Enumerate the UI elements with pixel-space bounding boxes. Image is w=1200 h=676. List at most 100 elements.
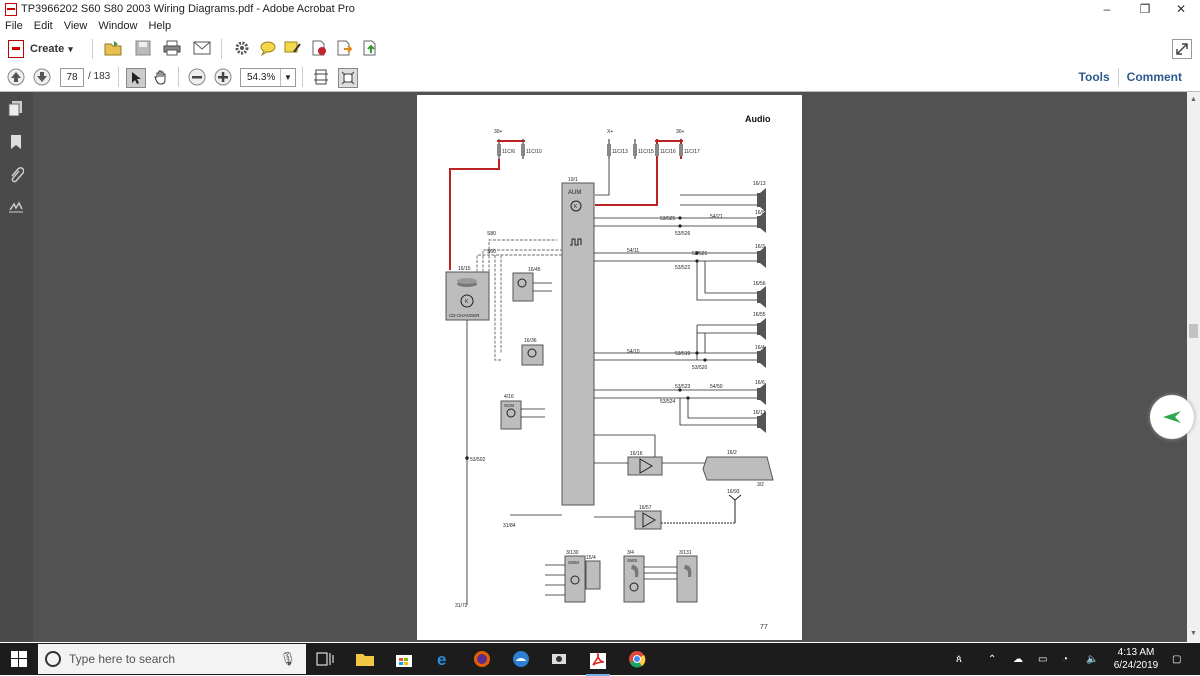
battery-icon[interactable]: ▭ (1038, 643, 1047, 675)
highlight-icon[interactable] (284, 39, 302, 57)
print-icon[interactable] (163, 39, 181, 57)
tools-link[interactable]: Tools (1071, 70, 1118, 86)
toolbar-divider (221, 39, 222, 59)
label-sp-16-6: 16/6 (755, 380, 765, 386)
main-toolbar: Create ▾ (0, 34, 1200, 64)
search-icon (45, 651, 61, 667)
search-placeholder: Type here to search (69, 652, 175, 666)
onedrive-icon[interactable]: ☁ (1013, 643, 1023, 675)
store-icon[interactable] (392, 647, 416, 671)
email-icon[interactable] (193, 39, 211, 57)
label-16-15: 16/15 (458, 266, 471, 272)
bookmarks-icon[interactable] (8, 134, 24, 150)
taskbar-search[interactable]: Type here to search 🎙 (38, 644, 306, 674)
wifi-icon[interactable]: ◔ (1062, 643, 1068, 675)
label-53-520: 53/520 (692, 365, 708, 371)
gear-icon[interactable] (233, 39, 251, 57)
file-explorer-icon[interactable] (353, 647, 377, 671)
label-cd-changer: CD-CHANGER (449, 313, 480, 318)
navigation-toolbar: 78 / 183 54.3% ▼ Tools Comment (0, 63, 1200, 92)
chevron-up-icon[interactable]: ⌃ (988, 643, 996, 675)
label-19-1: 19/1 (568, 177, 578, 183)
previous-page-icon[interactable] (7, 68, 25, 86)
scrolling-mode-icon[interactable] (312, 68, 330, 86)
wiring-diagram: 30+ X+ 30+ 11C/6 11C/10 11C/13 11C/15 11… (417, 95, 802, 640)
firefox-icon[interactable] (470, 647, 494, 671)
page-number-input[interactable]: 78 (60, 68, 84, 87)
share-document-icon[interactable] (361, 39, 379, 57)
clock-date: 6/24/2019 (1108, 659, 1164, 672)
arrow-left-icon (1161, 408, 1183, 426)
zoom-out-icon[interactable] (188, 68, 206, 86)
edge-icon[interactable]: e (432, 647, 456, 671)
task-view-icon[interactable] (313, 647, 337, 671)
comment-link[interactable]: Comment (1119, 70, 1190, 86)
label-16-45: 16/45 (528, 267, 541, 273)
fit-page-icon[interactable] (338, 68, 358, 88)
page-thumbnails-icon[interactable] (8, 100, 24, 116)
select-tool-icon[interactable] (126, 68, 146, 88)
label-54-11: 54/11 (627, 248, 639, 254)
maximize-button[interactable]: ❐ (1126, 0, 1164, 18)
zoom-in-icon[interactable] (214, 68, 232, 86)
toolbar-divider (92, 39, 93, 59)
toolbar-divider (178, 67, 179, 87)
menu-file[interactable]: File (0, 20, 29, 32)
open-folder-icon[interactable] (104, 39, 122, 57)
expand-icon[interactable] (1172, 39, 1192, 59)
label-54-21: 54/21 (710, 214, 723, 220)
label-3-131: 3/131 (679, 550, 692, 556)
close-button[interactable]: ✕ (1162, 0, 1200, 18)
minimize-button[interactable]: – (1088, 0, 1126, 18)
label-3-2: 3/2 (757, 482, 764, 488)
attachments-icon[interactable] (8, 167, 24, 183)
webcam-app-icon[interactable] (547, 647, 571, 671)
label-sp-16-4: 16/4 (755, 345, 765, 351)
notifications-icon[interactable]: ▢ (1172, 643, 1181, 675)
chrome-icon[interactable] (625, 647, 649, 671)
svg-text:e: e (437, 650, 446, 668)
vertical-scrollbar[interactable]: ▲ ▼ (1187, 92, 1200, 642)
volume-icon[interactable]: 🔈 (1086, 643, 1098, 675)
create-pdf-icon (8, 40, 24, 58)
toolbar-divider (118, 67, 119, 87)
window-title: TP3966202 S60 S80 2003 Wiring Diagrams.p… (21, 3, 355, 15)
label-s80: S80 (487, 231, 496, 237)
scrollbar-thumb[interactable] (1189, 324, 1198, 338)
collapse-panel-button[interactable] (1150, 395, 1194, 439)
start-button[interactable] (0, 643, 37, 675)
label-53-521: 53/521 (692, 251, 708, 257)
label-30a: 30+ (494, 129, 503, 135)
export-document-icon[interactable] (335, 39, 353, 57)
acrobat-taskbar-icon[interactable] (586, 647, 610, 676)
label-scm: SCM (504, 403, 514, 408)
label-16-57: 16/57 (639, 505, 652, 511)
microphone-icon[interactable]: 🎙 (279, 651, 296, 667)
zoom-value: 54.3% (241, 72, 280, 83)
taskbar: Type here to search 🎙 e ጰ ⌃ ☁ ▭ ◔ 🔈 4:13… (0, 643, 1200, 675)
zoom-level-select[interactable]: 54.3% ▼ (240, 68, 296, 87)
label-sp-16-3: 16/3 (755, 244, 765, 250)
menu-help[interactable]: Help (143, 20, 177, 32)
label-sp-16-8: 16/8 (755, 210, 765, 216)
menu-edit[interactable]: Edit (29, 20, 59, 32)
people-icon[interactable]: ጰ (956, 643, 962, 675)
menu-view[interactable]: View (59, 20, 94, 32)
signatures-icon[interactable] (8, 200, 24, 216)
chevron-down-icon: ▼ (280, 69, 295, 86)
label-54-50: 54/50 (710, 384, 723, 390)
mail-app-icon[interactable] (509, 647, 533, 671)
save-icon[interactable] (134, 39, 152, 57)
system-clock[interactable]: 4:13 AM 6/24/2019 (1108, 646, 1164, 672)
label-15-4: 15/4 (586, 555, 596, 561)
comment-bubble-icon[interactable] (259, 39, 277, 57)
protect-document-icon[interactable] (310, 39, 328, 57)
create-label: Create (30, 43, 64, 55)
label-53-523: 53/523 (675, 384, 691, 390)
create-button[interactable]: Create ▾ (8, 39, 73, 59)
right-links: Tools Comment (1071, 70, 1190, 86)
next-page-icon[interactable] (33, 68, 51, 86)
label-11c13: 11C/13 (612, 149, 628, 155)
hand-tool-icon[interactable] (152, 68, 170, 86)
menu-window[interactable]: Window (93, 20, 143, 32)
